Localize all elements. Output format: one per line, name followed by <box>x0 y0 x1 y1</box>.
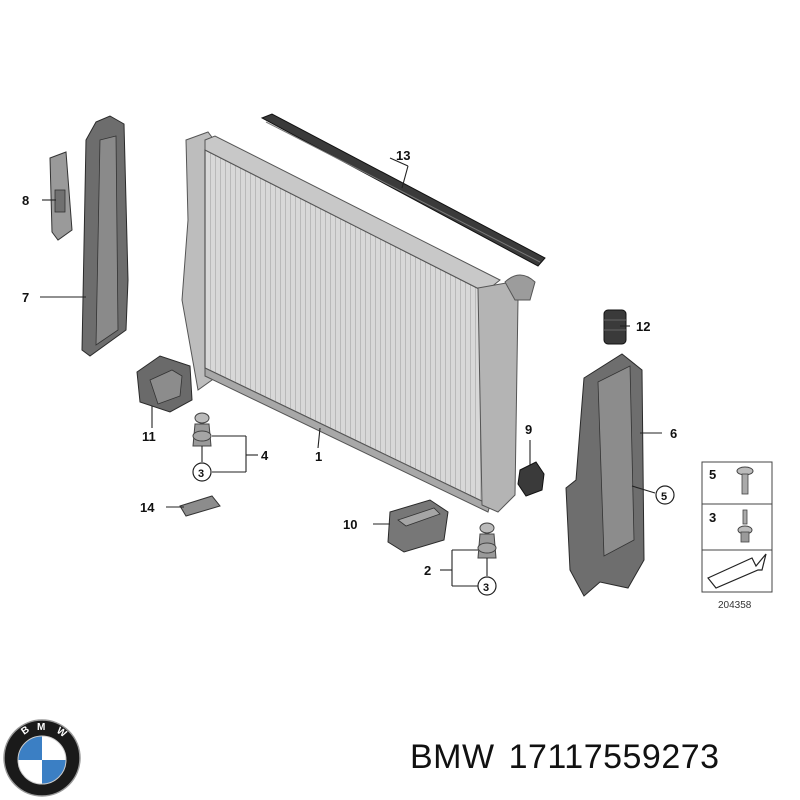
screw-icon <box>736 466 754 495</box>
legend-label-3: 3 <box>709 510 716 525</box>
callout-7: 7 <box>22 290 29 305</box>
callout-10: 10 <box>343 517 357 532</box>
callout-9: 9 <box>525 422 532 437</box>
callout-13: 13 <box>396 148 410 163</box>
mount-pad-part-4 <box>192 412 212 447</box>
callout-5: 5 <box>661 491 667 503</box>
callout-3a: 3 <box>198 468 204 480</box>
part-number: 17117559273 <box>508 738 720 776</box>
clip-part-11 <box>136 355 193 413</box>
brand-name: BMW <box>410 738 495 776</box>
svg-text:M: M <box>37 722 45 733</box>
bracket-part-8 <box>49 151 73 241</box>
air-duct-part-7 <box>81 115 129 357</box>
air-duct-part-6 <box>565 353 645 597</box>
mount-pad-part-2 <box>477 522 497 559</box>
bracket-part-14 <box>179 495 221 517</box>
callout-circle-3-right <box>477 576 497 596</box>
rubber-stop-part-9 <box>517 461 545 497</box>
callout-1: 1 <box>315 449 322 464</box>
callout-4: 4 <box>261 448 269 463</box>
leader-lines <box>40 157 662 587</box>
seal-strip-part-13 <box>260 113 546 267</box>
legend-label-5: 5 <box>709 467 716 482</box>
callout-12: 12 <box>636 319 650 334</box>
buffer-part-12 <box>603 309 627 345</box>
callout-3b: 3 <box>483 582 489 594</box>
callout-circle-5 <box>655 485 675 505</box>
diagram-reference-number: 204358 <box>718 600 752 611</box>
callout-circle-3-left <box>192 462 212 482</box>
bolt-icon <box>737 509 753 543</box>
direction-arrow-icon <box>707 553 767 589</box>
radiator-part-1 <box>181 131 536 513</box>
bmw-logo: B M W <box>3 719 81 797</box>
damper-part-10 <box>387 499 449 553</box>
fastener-legend: 5 3 <box>701 461 773 593</box>
callout-11: 11 <box>142 429 156 444</box>
part-caption: BMW 17117559273 <box>410 738 734 777</box>
callout-6: 6 <box>670 426 677 441</box>
callout-2: 2 <box>424 563 431 578</box>
callout-14: 14 <box>140 500 155 515</box>
callout-8: 8 <box>22 193 29 208</box>
